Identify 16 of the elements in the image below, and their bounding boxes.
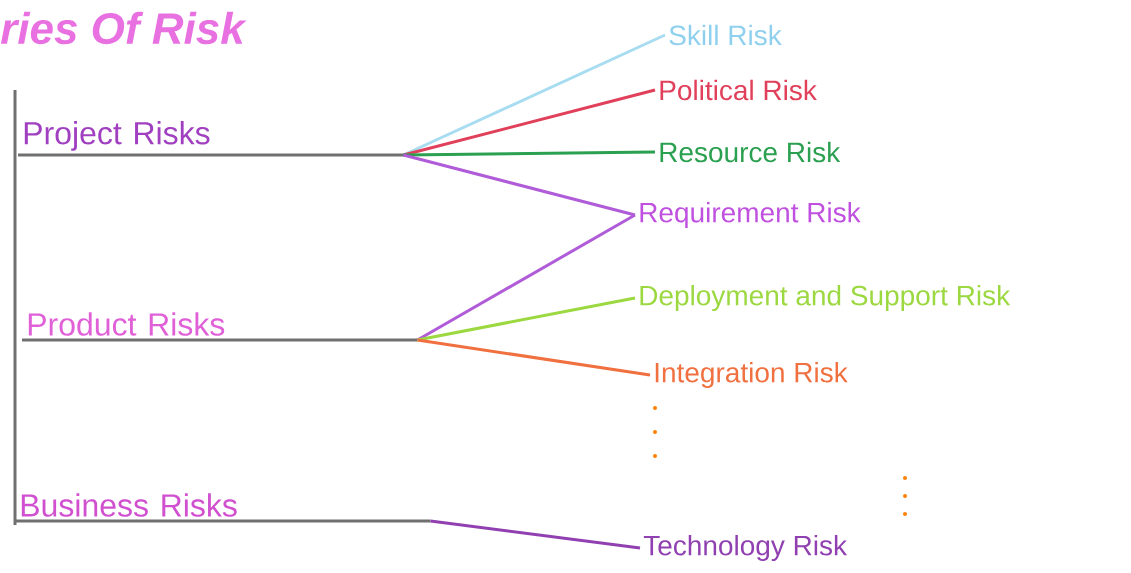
- branch-connector: [417, 338, 651, 377]
- branch-connector: [403, 153, 636, 217]
- risk-label: Political Risk: [660, 79, 817, 101]
- title: ries Of Risk: [0, 11, 247, 45]
- branch-connector: [417, 296, 636, 342]
- risk-label: Deployment and Support Risk: [640, 284, 1011, 312]
- branch-connector: [403, 150, 656, 157]
- branch-line: Product Risks: [22, 312, 418, 342]
- risk-label: Resource Risk: [660, 141, 841, 163]
- risk-label: Technology Risk: [643, 534, 848, 562]
- risk-label: Requirement Risk: [640, 201, 861, 229]
- risk-label: Integration Risk: [655, 361, 848, 389]
- branch-line: Project Risks: [18, 121, 404, 157]
- branch-line: Business Risks: [15, 493, 431, 523]
- risk-label: Skill Risk: [669, 24, 782, 46]
- branch-connector: [430, 519, 641, 550]
